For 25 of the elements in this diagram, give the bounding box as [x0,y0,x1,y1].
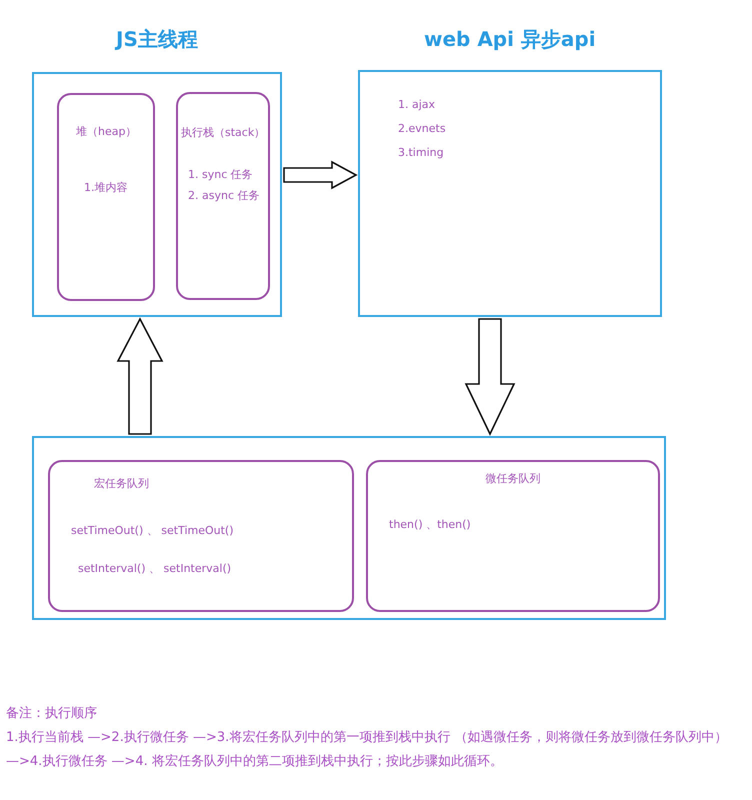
block-arrow [464,318,516,436]
queue-panel [32,436,666,620]
box-heading: 执行栈（stack） [181,126,266,140]
block-arrow [116,317,164,435]
box-title: JS主线程 [116,26,198,53]
note-text: 1.执行当前栈 —>2.执行微任务 —>3.将宏任务队列中的第一项推到栈中执行 （如遇微任务，则将微任务放到微任务队列中）—>4.执行微任务 —>4. 将宏任务队列中的第二项推到栈中执行；按此步骤如此循环。 [6,729,728,771]
list-item: 1.堆内容 [84,181,128,194]
box-heading: 宏任务队列 [94,477,149,490]
list-item: 2.evnets [398,122,446,136]
box-heading: 堆（heap） [76,125,136,138]
microtask-box [366,460,660,612]
list-item: 1. ajax [398,98,436,112]
list-item: then() 、then() [389,518,471,532]
box-heading: 微任务队列 [486,472,540,486]
list-item: setInterval() 、 setInterval() [78,562,232,576]
list-item: 1. sync 任务 [188,168,253,182]
list-item: 3.timing [398,146,444,160]
block-arrow [283,160,358,190]
heap-box [57,93,155,301]
macrotask-box [48,460,354,612]
list-item: 2. async 任务 [188,189,260,202]
stack-box [176,92,270,300]
box-title: web Api 异步api [424,26,596,53]
note-heading: 备注：执行顺序 [6,705,98,723]
list-item: setTimeOut() 、 setTimeOut() [71,524,234,538]
